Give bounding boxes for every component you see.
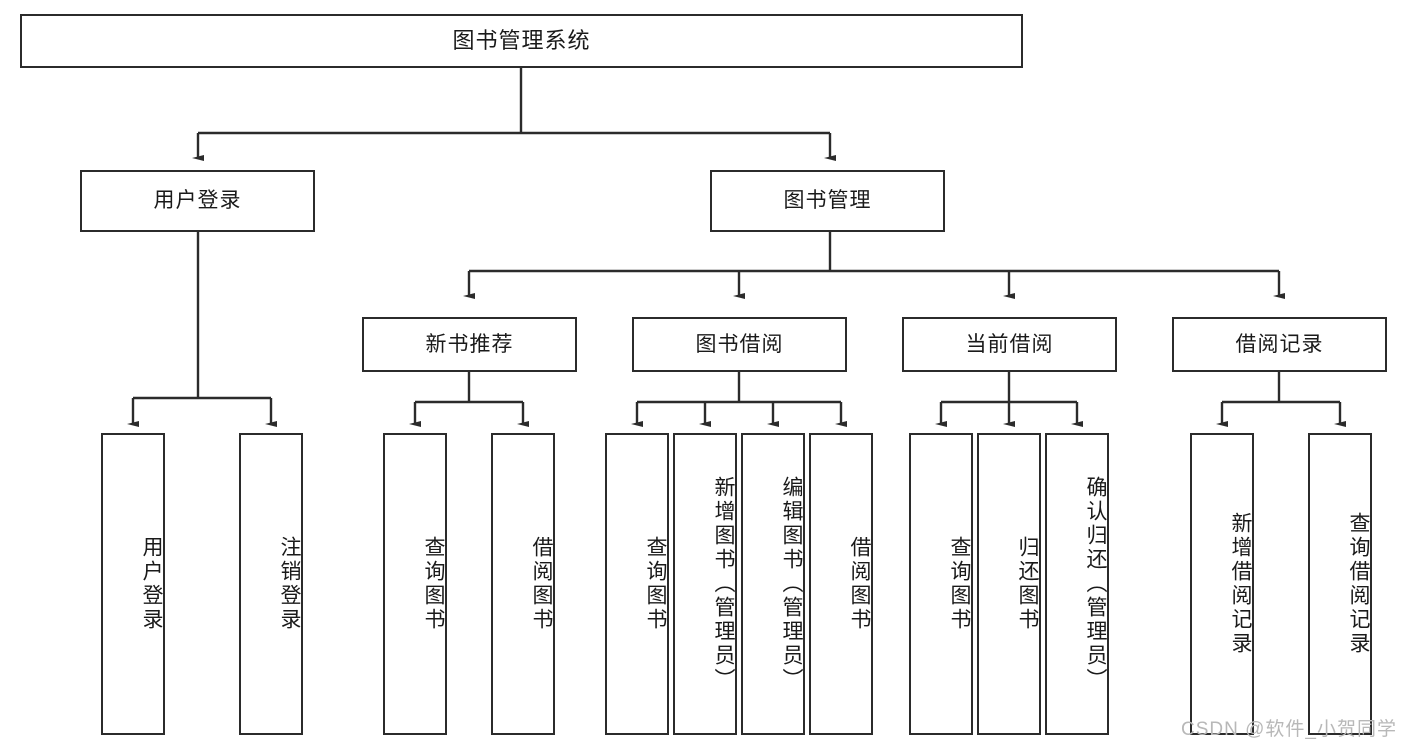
node-label: 查询图书 (644, 536, 667, 632)
node-label: 归还图书 (1016, 536, 1039, 632)
node-label: 借阅图书 (848, 536, 871, 632)
node-label: 查询图书 (948, 536, 971, 632)
node-label: 确认归还（管理员） (1084, 476, 1107, 692)
node-label: 查询借阅记录 (1347, 512, 1370, 656)
node-current-borrow[interactable]: 当前借阅 (902, 317, 1117, 372)
node-label: 用户登录 (140, 536, 163, 632)
node-borrow-records[interactable]: 借阅记录 (1172, 317, 1387, 372)
node-leaf-confirm-return-admin[interactable]: 确认归还（管理员） (1045, 433, 1109, 735)
node-label: 借阅图书 (530, 536, 553, 632)
node-label: 图书借阅 (695, 332, 784, 356)
node-label: 图书管理 (783, 189, 872, 213)
node-label: 查询图书 (422, 536, 445, 632)
node-leaf-query-book-recommend[interactable]: 查询图书 (383, 433, 447, 735)
node-label: 图书管理系统 (452, 27, 591, 53)
node-leaf-borrow-book-recommend[interactable]: 借阅图书 (491, 433, 555, 735)
node-label: 当前借阅 (965, 332, 1054, 356)
node-label: 编辑图书（管理员） (780, 476, 803, 692)
node-label: 新增借阅记录 (1229, 512, 1252, 656)
node-root-system[interactable]: 图书管理系统 (20, 14, 1023, 68)
node-leaf-query-borrow-record[interactable]: 查询借阅记录 (1308, 433, 1372, 735)
node-leaf-edit-book-admin[interactable]: 编辑图书（管理员） (741, 433, 805, 735)
node-book-management[interactable]: 图书管理 (710, 170, 945, 232)
node-label: 注销登录 (278, 536, 301, 632)
node-leaf-user-login[interactable]: 用户登录 (101, 433, 165, 735)
node-leaf-query-book-current[interactable]: 查询图书 (909, 433, 973, 735)
node-leaf-add-book-admin[interactable]: 新增图书（管理员） (673, 433, 737, 735)
node-label: 用户登录 (153, 189, 242, 213)
node-leaf-logout[interactable]: 注销登录 (239, 433, 303, 735)
node-label: 借阅记录 (1235, 332, 1324, 356)
node-leaf-return-book[interactable]: 归还图书 (977, 433, 1041, 735)
node-label: 新增图书（管理员） (712, 476, 735, 692)
node-leaf-borrow-book[interactable]: 借阅图书 (809, 433, 873, 735)
node-user-login[interactable]: 用户登录 (80, 170, 315, 232)
node-leaf-query-book-borrow[interactable]: 查询图书 (605, 433, 669, 735)
node-new-book-recommend[interactable]: 新书推荐 (362, 317, 577, 372)
node-label: 新书推荐 (425, 332, 514, 356)
node-leaf-add-borrow-record[interactable]: 新增借阅记录 (1190, 433, 1254, 735)
node-book-borrow[interactable]: 图书借阅 (632, 317, 847, 372)
watermark-text: CSDN @软件_小贺同学 (1181, 719, 1397, 740)
